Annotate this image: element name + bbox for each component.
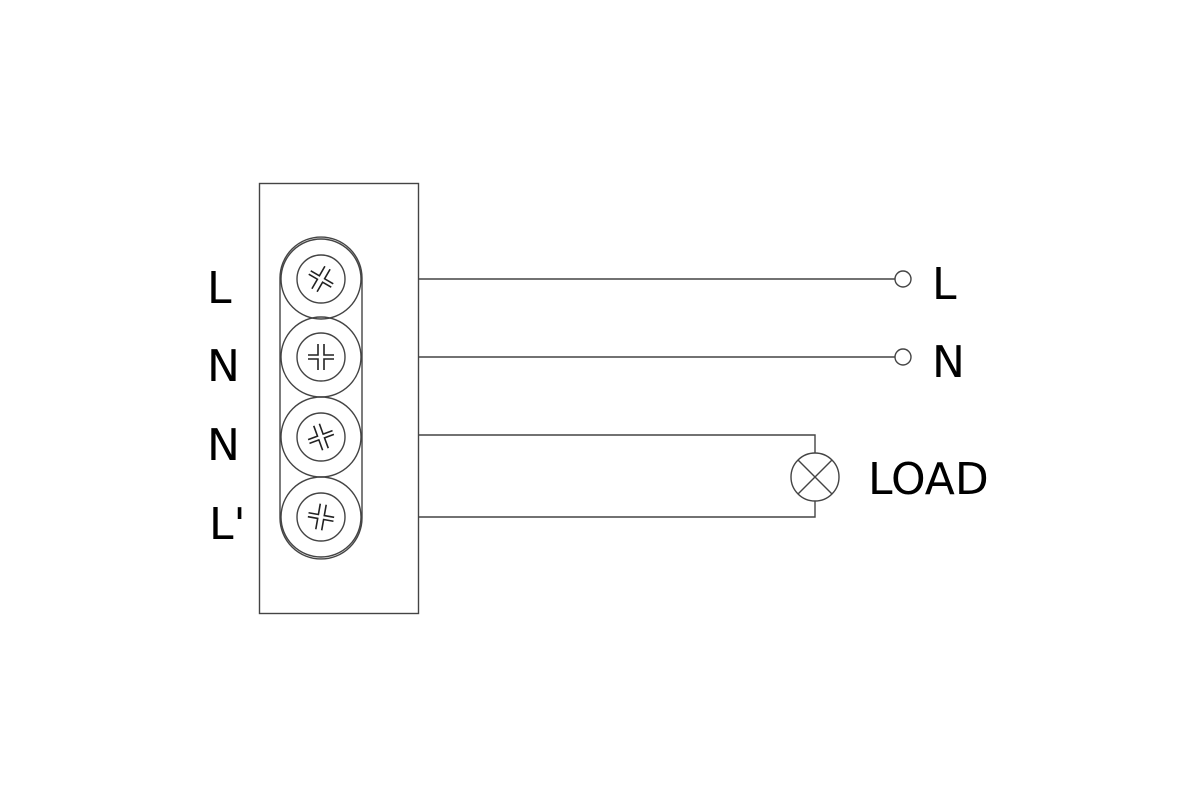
switch-housing — [258, 182, 420, 615]
supply-terminal-line-icon — [894, 270, 912, 288]
load-label: LOAD — [868, 454, 989, 505]
supply-label-neutral: N — [932, 337, 965, 388]
supply-label-line: L — [932, 259, 957, 310]
wire-load-switched — [418, 501, 816, 518]
lamp-icon — [790, 452, 840, 502]
supply-terminal-neutral-icon — [894, 348, 912, 366]
terminal-label-1: L — [207, 263, 232, 314]
terminal-strip-outline — [279, 236, 363, 560]
terminal-label-2: N — [207, 341, 240, 392]
wire-load-neutral — [418, 434, 816, 453]
terminal-screw-icon — [280, 238, 362, 320]
terminal-label-4: L' — [209, 499, 246, 550]
terminal-screw-icon — [280, 316, 362, 398]
terminal-screw-icon — [280, 396, 362, 478]
terminal-label-3: N — [207, 420, 240, 471]
terminal-screw-icon — [280, 476, 362, 558]
wires — [418, 278, 895, 518]
